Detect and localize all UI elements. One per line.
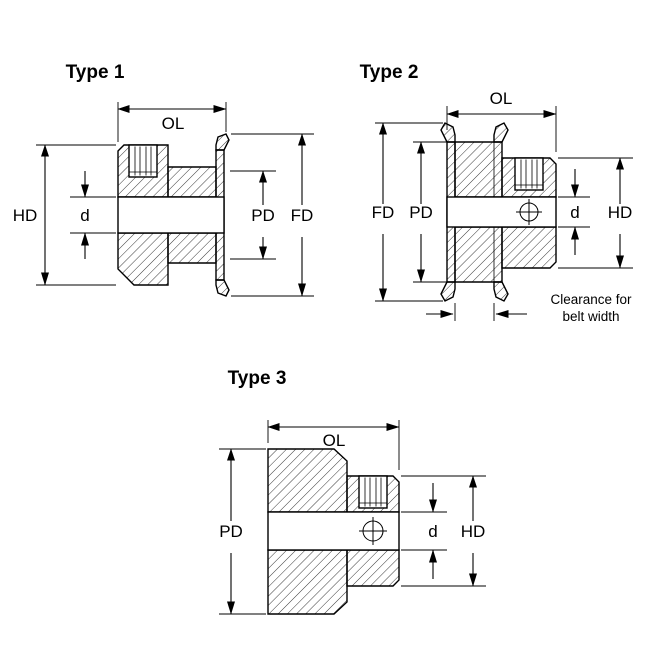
type1-fd-label: FD	[291, 206, 314, 225]
type1-pulley-section	[117, 133, 230, 297]
type2-set-screw-threads	[515, 159, 543, 189]
type2-title: Type 2	[360, 62, 419, 83]
type2-screw-hole-crosshair	[516, 199, 542, 225]
type3-body-top	[267, 448, 348, 513]
type1-body-bottom	[167, 232, 217, 264]
type2-fd-label: FD	[372, 203, 395, 222]
type2-hd-label: HD	[608, 203, 633, 222]
type2-pulley-section	[440, 122, 557, 302]
type2-body-bottom	[454, 226, 503, 283]
type2-clearance-note-line2: belt width	[562, 309, 619, 324]
type3-ol-label: OL	[323, 431, 346, 450]
type2-pd-label: PD	[409, 203, 433, 222]
type1-bore	[117, 196, 225, 234]
type1-d-label: d	[80, 206, 89, 225]
type2-clearance-note-line1: Clearance for	[550, 292, 632, 307]
type3-body-bottom	[267, 549, 348, 615]
type3-screw-hole-crosshair	[359, 517, 387, 545]
type3-pd-label: PD	[219, 522, 243, 541]
type3-d-label: d	[428, 522, 437, 541]
type3-pulley-section	[267, 448, 400, 615]
type2-left-flange-tip-top	[440, 122, 456, 143]
type1-body-top	[167, 166, 217, 198]
type2-right-flange-tip-bottom	[493, 281, 509, 302]
type2-right-flange-tip-top	[493, 122, 509, 143]
type1-hub-bottom	[117, 232, 169, 286]
type1-title: Type 1	[66, 62, 125, 83]
type1-set-screw-threads	[129, 146, 157, 176]
type2-hub-bottom	[501, 226, 557, 269]
type2-d-label: d	[570, 203, 579, 222]
type2-ol-label: OL	[490, 89, 513, 108]
type3-set-screw-threads	[359, 477, 387, 507]
type2-body-top	[454, 141, 503, 198]
type3-hd-label: HD	[461, 522, 486, 541]
type2-left-flange-tip-bottom	[440, 281, 456, 302]
type1-dimensions: OL HD d PD FD	[13, 102, 314, 297]
type1-hd-label: HD	[13, 206, 38, 225]
type3-dimensions: OL PD d HD	[219, 420, 486, 615]
type2-dimensions: OL FD PD d HD Clearance for belt width	[372, 89, 633, 324]
type3-hub-bottom	[346, 549, 400, 587]
type1-ol-label: OL	[162, 114, 185, 133]
type1-flange-tip-top	[215, 133, 230, 151]
type1-pd-label: PD	[251, 206, 275, 225]
type3-title: Type 3	[228, 368, 287, 389]
type1-flange-tip-bottom	[215, 279, 230, 297]
